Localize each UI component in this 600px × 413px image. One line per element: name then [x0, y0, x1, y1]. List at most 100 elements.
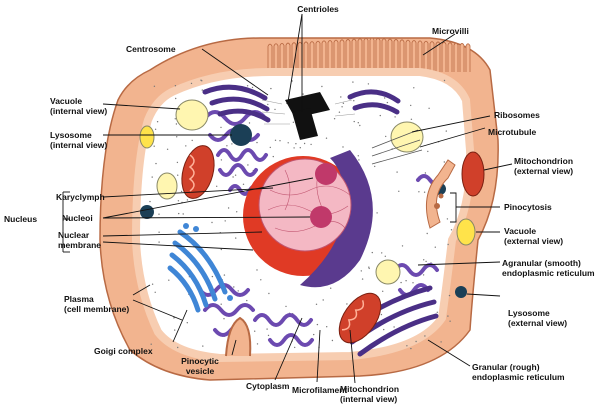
ribosome-dot [346, 303, 348, 305]
ribosome-dot [316, 323, 319, 326]
ribosome-dot [398, 190, 400, 192]
ribosome-dot [274, 139, 277, 141]
microvillus [441, 41, 447, 72]
ribosome-dot [331, 339, 334, 342]
microvillus [363, 37, 369, 72]
ribosome-dot [220, 248, 222, 251]
ribosome-dot [396, 171, 398, 173]
ribosome-dot [248, 122, 251, 124]
ribosome-dot [302, 93, 304, 95]
ribosome-dot [413, 87, 415, 89]
microvillus [285, 42, 291, 72]
microvillus [405, 39, 411, 72]
ribosome-dot [353, 100, 355, 102]
microvillus [453, 42, 459, 72]
ribosome-dot [242, 183, 245, 185]
label-nucleus: Nucleus [4, 214, 38, 224]
ribosome-dot [371, 251, 373, 254]
ribosome-dot [220, 303, 222, 305]
ribosome-dot [426, 232, 428, 235]
microvillus [357, 38, 363, 72]
ribosome-dot [293, 147, 295, 149]
ribosome-dot [256, 343, 259, 345]
vacuole-internal [175, 99, 209, 131]
ribosome-dot [158, 213, 160, 215]
ribosome-dot [384, 97, 386, 99]
label-agranular-er: Agranular (smooth) endoplasmic reticulum [502, 258, 595, 278]
ribosome-dot [174, 118, 176, 120]
microvillus [423, 40, 429, 72]
ribosome-dot [423, 259, 425, 261]
microvillus [411, 40, 417, 72]
ribosome-dot [424, 335, 426, 337]
ribosome-dot [406, 345, 408, 347]
microvillus [447, 42, 453, 72]
ribosome-dot [226, 145, 228, 147]
mitochondrion-left [181, 145, 215, 199]
microvillus [465, 43, 471, 72]
ribosome-dot [427, 150, 429, 153]
ribosome-dot [274, 108, 276, 111]
ribosome-dot [341, 106, 343, 108]
vacuole-edge [139, 125, 155, 149]
label-karyolymph: Karyclymph [56, 192, 105, 202]
microvillus [381, 38, 387, 72]
ribosome-dot [237, 290, 239, 292]
vacuole-right [390, 121, 424, 153]
label-microfilament: Microfilament [292, 385, 348, 395]
ribosome-dot [424, 172, 427, 174]
ribosome-dot [168, 279, 170, 281]
ribosome-dot [405, 280, 407, 282]
label-golgi-complex: Goigi complex [94, 346, 153, 356]
ribosome-dot [330, 287, 332, 289]
ribosome-dot [201, 80, 203, 82]
ribosome-dot [234, 174, 237, 176]
ribosome-dot [412, 282, 414, 284]
ribosome-dot [374, 165, 376, 168]
ribosome-dot [448, 294, 451, 297]
ribosome-dot [254, 330, 256, 332]
microvillus [267, 43, 273, 72]
microvillus [327, 40, 333, 72]
ribosome-dot [186, 322, 188, 324]
ribosome-dot [211, 275, 214, 278]
ribosome-dot [285, 305, 287, 308]
ribosome-dot [382, 290, 384, 292]
microvillus [393, 39, 399, 72]
ribosome-dot [445, 130, 447, 132]
ribosome-dot [270, 87, 272, 90]
ribosome-dot [251, 86, 254, 89]
ribosome-dot [393, 326, 395, 328]
ribosome-dot [182, 213, 184, 215]
label-vacuole-external: Vacuole (external view) [504, 226, 564, 246]
ribosome-dot [294, 346, 296, 349]
ribosome-dot [220, 159, 223, 161]
ribosome-dot [272, 155, 274, 158]
ribosome-dot [287, 142, 289, 144]
ribosome-dot [422, 274, 425, 276]
ribosome-dot [216, 185, 218, 187]
label-pinocytic-vesicle: Pinocytic vesicle [181, 356, 219, 376]
ribosome-dot [342, 102, 345, 105]
label-nucleoi: Nucleoi [62, 213, 93, 223]
ribosome-dot [201, 89, 203, 91]
ribosome-dot [267, 334, 270, 337]
ribosome-dot [361, 278, 364, 280]
ribosome-dot [279, 140, 281, 142]
ribosome-dot [313, 333, 315, 336]
lysosome-left [140, 205, 154, 219]
ribosome-dot [266, 328, 268, 330]
ribosome-dot [202, 345, 204, 347]
ribosome-dot [191, 139, 193, 142]
ribosome-dot [381, 252, 383, 254]
nuclear-envelope-purple [300, 150, 373, 288]
label-mitochondrion-external: Mitochondrion (external view) [514, 156, 574, 176]
ribosome-dot [190, 82, 193, 85]
ribosome-dot [174, 329, 176, 331]
ribosome-dot [247, 164, 249, 166]
label-mitochondrion-internal: Mitochondrion (internal view) [340, 384, 400, 404]
ribosome-dot [186, 199, 189, 201]
ribosome-dot [338, 111, 341, 113]
microvillus [369, 37, 375, 72]
karyolymph [258, 158, 352, 252]
